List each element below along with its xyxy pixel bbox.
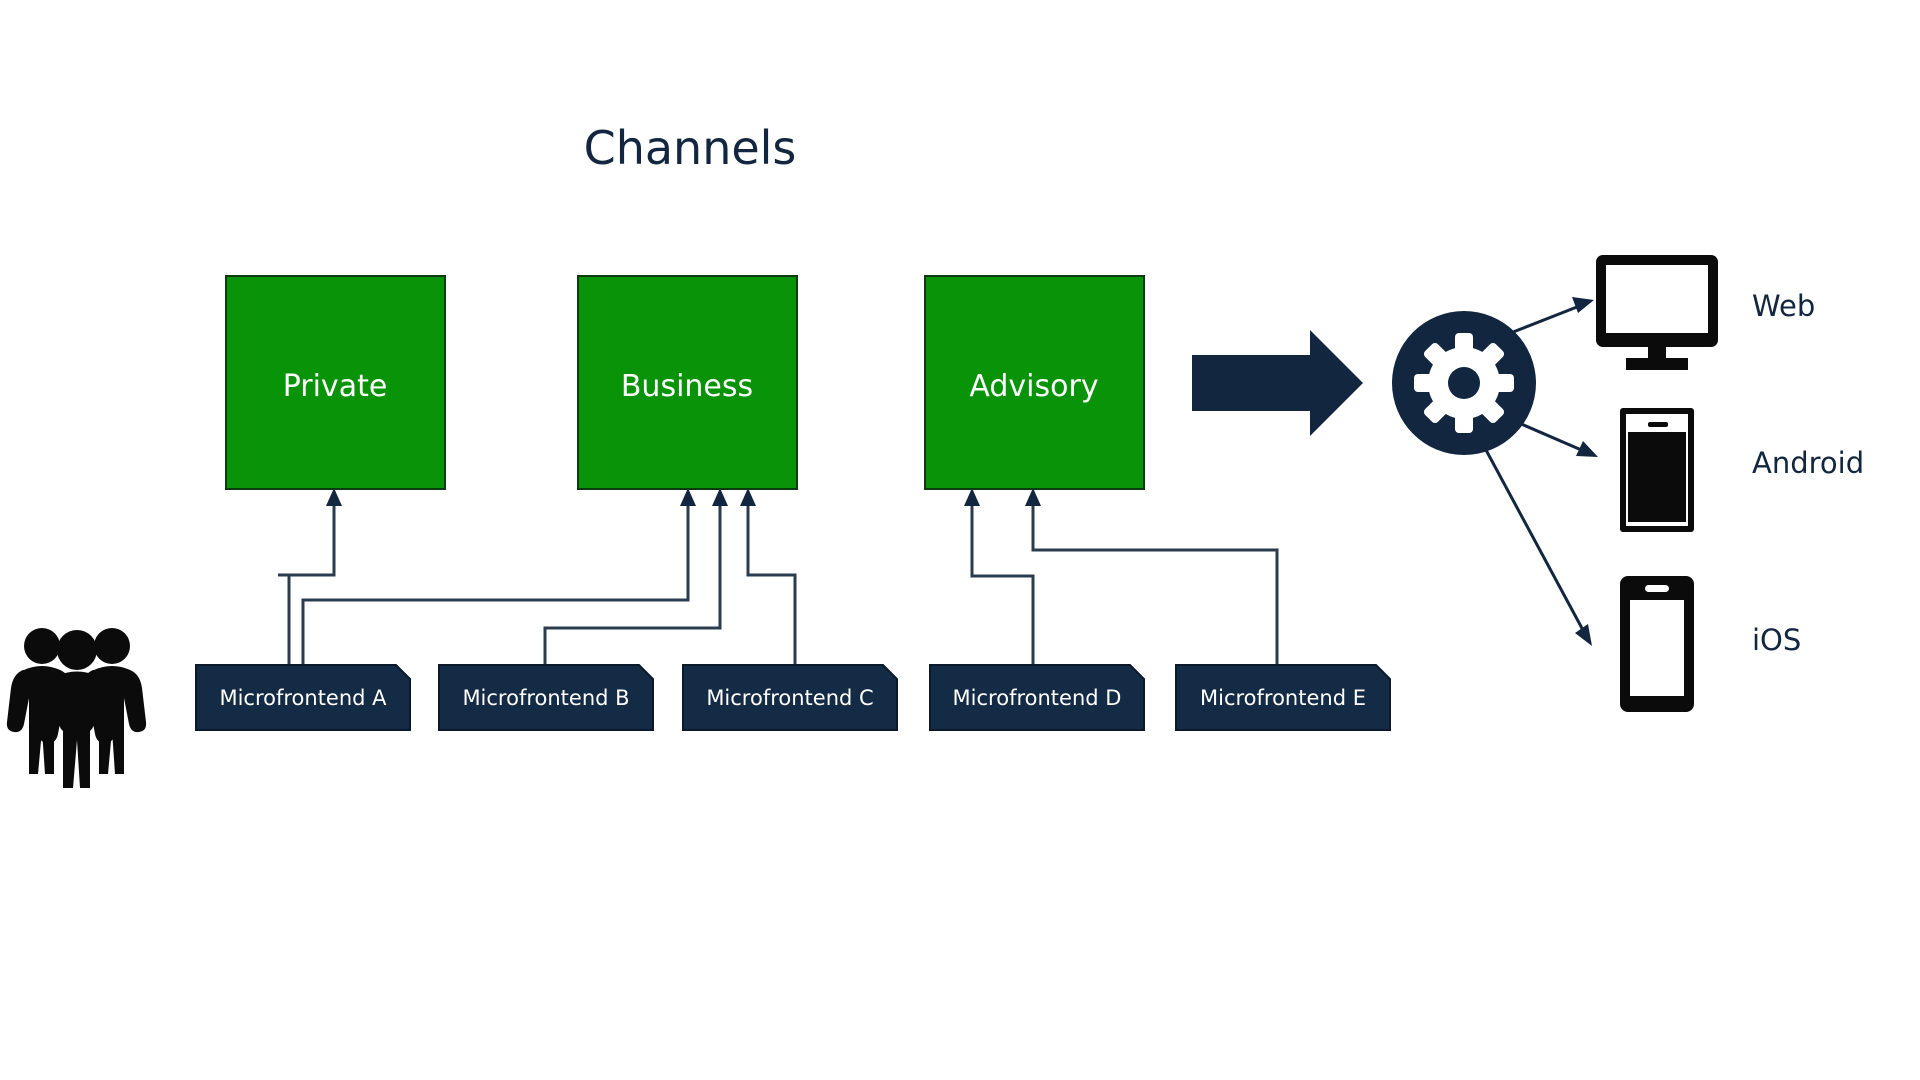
microfrontend-a-box[interactable] [195,664,411,731]
output-label-android: Android [1752,446,1864,480]
microfrontend-a-label: Microfrontend A [219,686,387,710]
output-label-ios: iOS [1752,623,1801,657]
microfrontend-c-box[interactable] [682,664,898,731]
channel-private[interactable]: Private [225,275,446,490]
channel-advisory-label: Advisory [969,369,1098,404]
connector-mfc-business [746,497,797,665]
arrowhead-private-1 [326,488,342,506]
connector-mfa-private-stub [278,573,291,665]
arrowhead-business-2 [712,488,728,506]
people-group-icon [6,628,147,788]
arrowhead-advisory-2 [1025,488,1041,506]
microfrontend-e-box[interactable] [1175,664,1391,731]
microfrontend-e-label: Microfrontend E [1200,686,1366,710]
connector-mfe-advisory [1031,497,1279,665]
output-arrow-group [1484,297,1598,646]
arrowhead-web [1572,297,1594,313]
channel-business-box[interactable] [577,275,798,490]
channel-business[interactable]: Business [577,275,798,490]
microfrontend-c[interactable]: Microfrontend C [682,664,898,731]
android-phone-icon [1620,408,1694,532]
connector-mfd-advisory [970,497,1035,665]
channel-advisory-box[interactable] [924,275,1145,490]
channel-private-box[interactable] [225,275,446,490]
microfrontend-b-box[interactable] [438,664,654,731]
microfrontend-b[interactable]: Microfrontend B [438,664,654,731]
ios-phone-icon [1620,576,1694,712]
microfrontend-d[interactable]: Microfrontend D [929,664,1145,731]
gear-icon [1392,311,1536,455]
microfrontend-d-box[interactable] [929,664,1145,731]
microfrontend-d-label: Microfrontend D [953,686,1122,710]
connector-mfa-business [301,497,690,665]
arrowhead-android [1576,441,1598,457]
output-label-web: Web [1752,289,1815,323]
connector-group [278,488,1279,665]
channel-business-label: Business [621,369,753,404]
arrowhead-business-1 [680,488,696,506]
desktop-monitor-icon [1596,255,1718,370]
right-arrow-icon [1192,330,1363,436]
connector-mfa-private [287,497,336,665]
arrowhead-business-3 [740,488,756,506]
arrowhead-ios [1575,624,1592,646]
channel-advisory[interactable]: Advisory [924,275,1145,490]
microfrontend-b-label: Microfrontend B [462,686,629,710]
microfrontend-c-label: Microfrontend C [706,686,873,710]
microfrontend-a[interactable]: Microfrontend A [195,664,411,731]
channel-private-label: Private [283,369,388,404]
page-title: Channels [584,121,797,175]
connector-mfb-business [543,497,722,665]
microfrontend-e[interactable]: Microfrontend E [1175,664,1391,731]
arrowhead-advisory-1 [964,488,980,506]
